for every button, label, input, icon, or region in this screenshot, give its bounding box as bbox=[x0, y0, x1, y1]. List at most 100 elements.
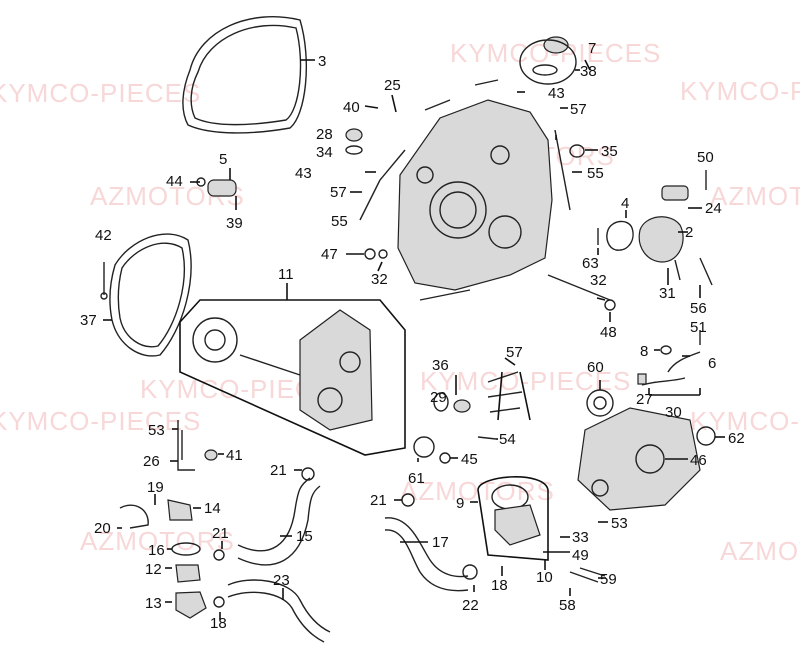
bolts-55 bbox=[359, 79, 571, 301]
callout-28: 28 bbox=[316, 126, 333, 143]
hose-17-edge bbox=[384, 529, 469, 592]
callout-47: 47 bbox=[321, 246, 338, 263]
pipe-30b bbox=[667, 351, 701, 373]
bracket-26 bbox=[177, 420, 195, 471]
callout-40: 40 bbox=[343, 99, 360, 116]
elbow-20 bbox=[119, 504, 149, 529]
callout-53: 53 bbox=[148, 422, 165, 439]
leader-lines bbox=[103, 59, 725, 620]
callout-2: 2 bbox=[685, 224, 693, 241]
cap-28 bbox=[345, 128, 363, 142]
callout-45: 45 bbox=[461, 451, 478, 468]
callout-37: 37 bbox=[80, 312, 97, 329]
crankcase bbox=[397, 99, 553, 291]
cover-46 bbox=[577, 407, 701, 511]
callout-7: 7 bbox=[588, 40, 596, 57]
callout-labels: 2 3 4 5 6 7 8 9 10 11 12 13 14 15 16 17 … bbox=[80, 40, 745, 632]
thermostat-12 bbox=[175, 564, 201, 583]
callout-13: 13 bbox=[145, 595, 162, 612]
cap-callout-circle bbox=[519, 39, 577, 85]
callout-62: 62 bbox=[728, 430, 745, 447]
bolt-42-head bbox=[100, 292, 108, 300]
callout-27: 27 bbox=[636, 391, 653, 408]
clip-45 bbox=[439, 452, 451, 464]
callout-44: 44 bbox=[166, 173, 183, 190]
callout-57c: 57 bbox=[506, 344, 523, 361]
clamp-21a bbox=[301, 467, 315, 481]
shaft-11 bbox=[239, 354, 301, 376]
watermark-azmotors: AZMOTORS bbox=[720, 536, 800, 566]
fitting-14 bbox=[167, 499, 193, 521]
o-ring-34 bbox=[345, 145, 363, 155]
callout-55b: 55 bbox=[587, 165, 604, 182]
callout-20: 20 bbox=[94, 520, 111, 537]
sensor-24 bbox=[661, 185, 689, 201]
cover-11 bbox=[299, 309, 373, 431]
callout-63: 63 bbox=[582, 255, 599, 272]
crankcase-hole-2 bbox=[490, 145, 510, 165]
callout-8: 8 bbox=[640, 343, 648, 360]
callout-46: 46 bbox=[690, 452, 707, 469]
cap-36 bbox=[453, 399, 471, 413]
watermark-azmotors: AZMOTORS bbox=[710, 181, 800, 211]
callout-32: 32 bbox=[371, 271, 388, 288]
cover-46-hole bbox=[591, 479, 609, 497]
callout-30: 30 bbox=[665, 404, 682, 421]
bolts-57-lead bbox=[497, 371, 531, 421]
callout-48: 48 bbox=[600, 324, 617, 341]
screw-47 bbox=[364, 248, 376, 260]
cover-11-seal bbox=[339, 351, 361, 373]
gear-11 bbox=[192, 317, 238, 363]
cover-46-bore bbox=[635, 444, 665, 474]
hose-17 bbox=[384, 517, 469, 578]
watermark-azmotors: AZMOTORS bbox=[400, 476, 555, 506]
hose-15-edge bbox=[237, 485, 321, 566]
callout-35: 35 bbox=[601, 143, 618, 160]
callout-57b: 57 bbox=[570, 101, 587, 118]
o-ring-35 bbox=[569, 144, 585, 158]
gasket-3 bbox=[182, 16, 308, 134]
callout-58: 58 bbox=[559, 597, 576, 614]
washer-32 bbox=[378, 249, 388, 259]
callout-43b: 43 bbox=[548, 85, 565, 102]
seal-62 bbox=[696, 426, 716, 446]
callout-41: 41 bbox=[226, 447, 243, 464]
bolt-58 bbox=[569, 571, 599, 583]
fitting-27 bbox=[637, 373, 647, 385]
callout-21b: 21 bbox=[370, 492, 387, 509]
callout-55: 55 bbox=[331, 213, 348, 230]
group-10-outline bbox=[477, 476, 549, 561]
watermark-azmotors: AZMOTORS bbox=[80, 526, 235, 556]
clip-8 bbox=[660, 345, 672, 355]
callout-38: 38 bbox=[580, 63, 597, 80]
callout-36: 36 bbox=[432, 357, 449, 374]
callout-54: 54 bbox=[499, 431, 516, 448]
callout-26: 26 bbox=[143, 453, 160, 470]
bolts-57-group bbox=[487, 371, 523, 413]
callout-23: 23 bbox=[273, 572, 290, 589]
callout-50: 50 bbox=[697, 149, 714, 166]
cap-41 bbox=[204, 449, 218, 461]
bolt-54 bbox=[477, 436, 497, 440]
shaft-5 bbox=[207, 179, 237, 197]
bolt-56 bbox=[699, 257, 713, 286]
cover-11-bore bbox=[317, 387, 343, 413]
gasket-3-inner bbox=[190, 24, 302, 126]
watermark-kymco: KYMCO-PIECES bbox=[0, 78, 201, 108]
callout-3: 3 bbox=[318, 53, 326, 70]
bearing-60-inner bbox=[593, 396, 607, 410]
callout-25: 25 bbox=[384, 77, 401, 94]
callout-57: 57 bbox=[330, 184, 347, 201]
nut-48 bbox=[604, 299, 616, 311]
crankcase-bore-2 bbox=[488, 215, 522, 249]
callout-4: 4 bbox=[621, 195, 629, 212]
callout-49: 49 bbox=[572, 547, 589, 564]
callout-29: 29 bbox=[430, 389, 447, 406]
callout-22: 22 bbox=[462, 597, 479, 614]
callout-60: 60 bbox=[587, 359, 604, 376]
filler-cap-7 bbox=[543, 36, 569, 54]
callout-14: 14 bbox=[204, 500, 221, 517]
callout-24: 24 bbox=[705, 200, 722, 217]
watermark-kymco: KYMCO-PIECES bbox=[690, 406, 800, 436]
